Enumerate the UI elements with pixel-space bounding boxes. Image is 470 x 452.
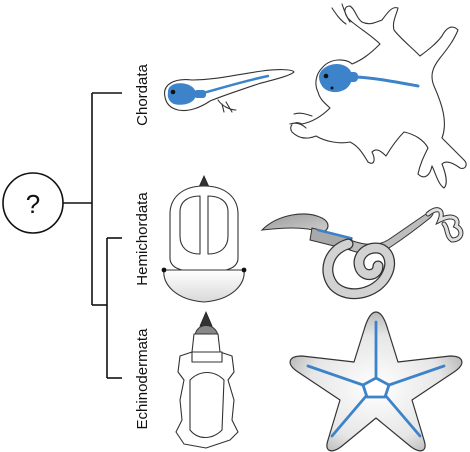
acorn-worm-icon (260, 207, 464, 300)
label-chordata: Chordata (134, 63, 151, 125)
echinoderm-larva-icon (175, 310, 239, 449)
label-hemichordata: Hemichordata (134, 192, 151, 286)
root-node: ? (2, 172, 64, 234)
label-echinodermata: Echinodermata (134, 328, 151, 430)
larva-icon (161, 175, 247, 303)
tadpole-icon (164, 69, 295, 113)
starfish-icon (289, 311, 463, 452)
tree-branches (63, 92, 122, 379)
frog-icon (289, 3, 467, 189)
root-symbol: ? (26, 189, 40, 219)
